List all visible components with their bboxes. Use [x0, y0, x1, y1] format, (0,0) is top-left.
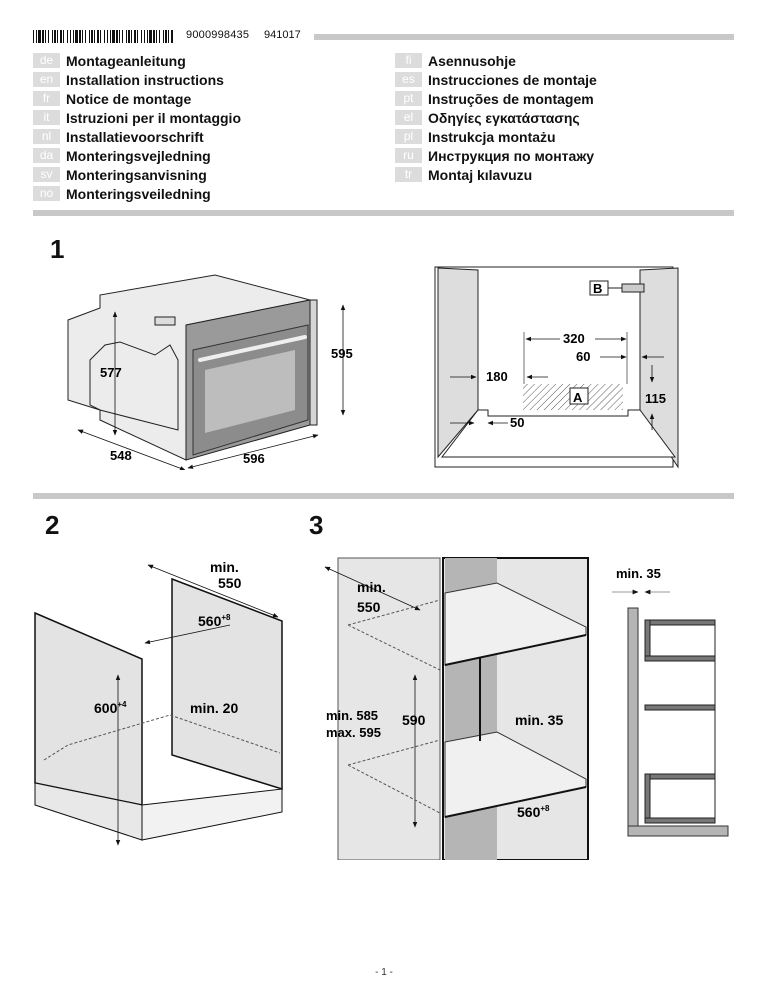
language-item: en Installation instructions	[33, 70, 241, 89]
side-view-diagram: min. 35	[612, 566, 729, 837]
language-item: nl Installatievoorschrift	[33, 127, 241, 146]
fig3-width-label: 560+8	[517, 804, 550, 820]
height-range-max: max. 595	[326, 725, 381, 740]
step-number-3: 3	[309, 510, 324, 540]
language-title: Οδηγίες εγκατάστασης	[428, 109, 580, 126]
dim-60-label: 60	[576, 349, 590, 364]
section-divider	[33, 493, 734, 499]
zone-a-label: A	[573, 390, 583, 405]
language-item: tr Montaj kılavuzu	[395, 165, 597, 184]
fig3-width-value: 560	[517, 804, 541, 820]
dim-115-label: 115	[645, 391, 666, 406]
oven-width-label: 596	[243, 451, 265, 466]
niche-width-tolerance: +8	[221, 613, 231, 622]
language-code: no	[33, 186, 60, 201]
language-code: ru	[395, 148, 422, 163]
language-code: nl	[33, 129, 60, 144]
language-code: sv	[33, 167, 60, 182]
cabinet-niche-diagram: min. 550 560+8 600+4 min. 20	[34, 559, 283, 846]
oven-body-height-label: 577	[100, 365, 122, 380]
language-code: da	[33, 148, 60, 163]
language-title: Monteringsveiledning	[66, 185, 211, 202]
language-code: el	[395, 110, 422, 125]
cabinet-floor-diagram: A B 320 60 180 115 50	[434, 266, 679, 469]
language-title: Instrucciones de montaje	[428, 71, 597, 88]
language-item: es Instrucciones de montaje	[395, 70, 597, 89]
height-range-min: min. 585	[326, 708, 378, 723]
language-item: el Οδηγίες εγκατάστασης	[395, 108, 597, 127]
language-item: ru Инструкция по монтажу	[395, 146, 597, 165]
page-number: - 1 -	[375, 967, 393, 978]
min-depth-label-2: 550	[218, 575, 242, 591]
fig3-min-depth-label-2: 550	[357, 599, 381, 615]
fig3-width-tolerance: +8	[540, 804, 550, 813]
rear-gap-label: min. 35	[515, 712, 563, 728]
oven-depth-label: 548	[110, 448, 132, 463]
language-title: Asennusohje	[428, 52, 516, 69]
dim-320-label: 320	[563, 331, 585, 346]
language-code: pl	[395, 129, 422, 144]
oven-dimension-diagram: 595 577 548 596	[67, 274, 353, 470]
niche-width-label: 560+8	[198, 613, 231, 629]
oven-height-label: 595	[331, 346, 353, 361]
language-item: da Monteringsvejledning	[33, 146, 241, 165]
side-gap-label: min. 35	[616, 566, 661, 581]
language-code: fi	[395, 53, 422, 68]
language-title: Montageanleitung	[66, 52, 186, 69]
niche-height-tolerance: +4	[117, 700, 127, 709]
language-code: tr	[395, 167, 422, 182]
dim-180-label: 180	[486, 369, 508, 384]
document-number: 9000998435	[186, 29, 250, 41]
language-item: fi Asennusohje	[395, 51, 597, 70]
language-title: Monteringsanvisning	[66, 166, 207, 183]
language-title: Istruzioni per il montaggio	[66, 109, 241, 126]
dim-50-label: 50	[510, 415, 524, 430]
min-depth-label-1: min.	[210, 559, 239, 575]
language-code: en	[33, 72, 60, 87]
fig3-min-depth-label-1: min.	[357, 579, 386, 595]
language-title: Montaj kılavuzu	[428, 166, 533, 183]
niche-height-label: 600+4	[94, 700, 127, 716]
part-b-label: B	[593, 281, 602, 296]
language-title: Instrukcja montażu	[428, 128, 556, 145]
language-list-left: de Montageanleitung en Installation instru…	[33, 51, 241, 203]
language-title: Monteringsvejledning	[66, 147, 211, 164]
step-number-2: 2	[45, 510, 60, 540]
language-item: it Istruzioni per il montaggio	[33, 108, 241, 127]
language-title: Instruções de montagem	[428, 90, 594, 107]
language-code: es	[395, 72, 422, 87]
language-code: pt	[395, 91, 422, 106]
language-code: fr	[33, 91, 60, 106]
language-item: no Monteringsveiledning	[33, 184, 241, 203]
language-item: pl Instrukcja montażu	[395, 127, 597, 146]
min-gap-label: min. 20	[190, 700, 238, 716]
barcode-icon	[33, 30, 173, 43]
document-revision: 941017	[264, 29, 301, 41]
language-title: Installatievoorschrift	[66, 128, 204, 145]
language-list-right: fi Asennusohje es Instrucciones de montaje…	[395, 51, 597, 184]
language-title: Инструкция по монтажу	[428, 147, 595, 164]
language-title: Notice de montage	[66, 90, 192, 107]
language-item: sv Monteringsanvisning	[33, 165, 241, 184]
language-code: de	[33, 53, 60, 68]
tall-unit-diagram: min. 550 min. 585 max. 595 590 min. 35 5…	[324, 557, 589, 860]
language-item: pt Instruções de montagem	[395, 89, 597, 108]
niche-height-590: 590	[402, 712, 426, 728]
language-item: fr Notice de montage	[33, 89, 241, 108]
language-item: de Montageanleitung	[33, 51, 241, 70]
language-title: Installation instructions	[66, 71, 224, 88]
niche-height-value: 600	[94, 700, 118, 716]
section-divider	[33, 210, 734, 216]
language-code: it	[33, 110, 60, 125]
niche-width-value: 560	[198, 613, 222, 629]
step-number-1: 1	[50, 234, 65, 264]
header-bar	[314, 34, 734, 40]
